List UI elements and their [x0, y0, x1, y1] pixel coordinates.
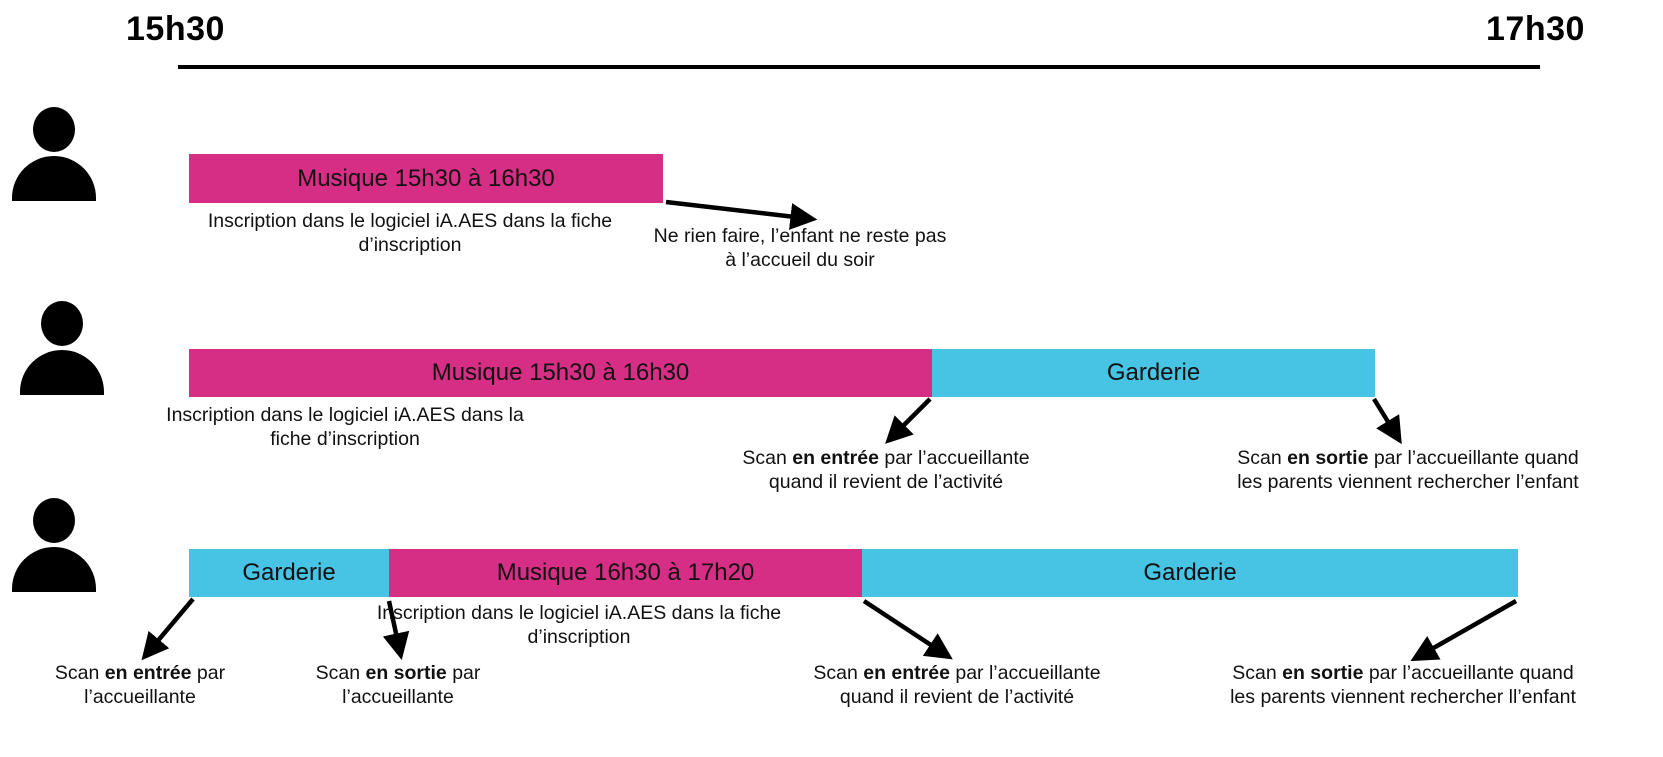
- inscription-note: Inscription dans le logiciel iA.AES dans…: [208, 209, 612, 258]
- annotation-line: les parents viennent rechercher l’enfant: [1237, 471, 1579, 494]
- bar-label: Garderie: [1143, 559, 1237, 586]
- annotation-ne-rien-faire: Ne rien faire, l’enfant ne reste pas à l…: [654, 224, 947, 273]
- person-head: [33, 498, 75, 543]
- annotation-scan-entree: Scan en entrée par l’accueillante: [55, 661, 225, 710]
- annotation-line: Scan en entrée par l’accueillante: [742, 447, 1030, 469]
- annotation-scan-entree: Scan en entrée par l’accueillante quand …: [813, 661, 1100, 710]
- annotation-scan-sortie: Scan en sortie par l’accueillante: [316, 661, 481, 710]
- person-icon: [12, 107, 96, 201]
- garderie-bar: Garderie: [189, 549, 389, 597]
- arrow-scan-sortie: [382, 600, 410, 660]
- arrow-no-action: [665, 199, 818, 230]
- bar-label: Musique 15h30 à 16h30: [431, 359, 690, 386]
- garderie-bar: Garderie: [862, 549, 1518, 597]
- time-label-end: 17h30: [1486, 10, 1585, 48]
- arrow-scan-sortie: [1410, 599, 1518, 662]
- bar-label: Garderie: [242, 559, 336, 586]
- activity-bar: Musique 15h30 à 16h30: [189, 154, 663, 203]
- garderie-bar: Garderie: [932, 349, 1375, 397]
- annotation-scan-sortie: Scan en sortie par l’accueillante quand …: [1230, 661, 1576, 710]
- time-label-start: 15h30: [126, 10, 225, 48]
- annotation-line: l’accueillante: [342, 686, 454, 709]
- annotation-line: Scan en sortie par l’accueillante quand: [1237, 447, 1579, 469]
- note-line: Inscription dans le logiciel iA.AES dans…: [207, 210, 613, 232]
- note-line: d’inscription: [527, 626, 631, 649]
- annotation-line: Scan en entrée par: [54, 662, 226, 684]
- annotation-line: Scan en sortie par: [315, 662, 481, 684]
- note-line: Inscription dans le logiciel iA.AES dans…: [376, 602, 782, 624]
- annotation-line: Ne rien faire, l’enfant ne reste pas: [653, 225, 947, 247]
- annotation-line: l’accueillante: [84, 686, 196, 709]
- person-head: [41, 301, 83, 346]
- person-icon: [12, 498, 96, 592]
- arrow-scan-entree: [862, 599, 953, 660]
- activity-bar: Musique 15h30 à 16h30: [189, 349, 932, 397]
- note-line: Inscription dans le logiciel iA.AES dans…: [166, 404, 524, 426]
- annotation-scan-sortie: Scan en sortie par l’accueillante quand …: [1237, 446, 1578, 495]
- arrow-scan-sortie: [1372, 397, 1402, 445]
- person-icon: [20, 301, 104, 395]
- bar-label: Musique 15h30 à 16h30: [297, 164, 555, 192]
- timeline-axis: [178, 65, 1540, 69]
- annotation-line: les parents viennent rechercher ll’enfan…: [1230, 686, 1576, 709]
- arrow-scan-entree: [141, 597, 195, 661]
- annotation-scan-entree: Scan en entrée par l’accueillante quand …: [742, 446, 1029, 495]
- arrow-scan-entree: [885, 397, 932, 444]
- inscription-note: Inscription dans le logiciel iA.AES dans…: [377, 601, 781, 650]
- annotation-line: Scan en entrée par l’accueillante: [813, 662, 1101, 684]
- note-line: fiche d’inscription: [270, 428, 420, 451]
- annotation-line: Scan en sortie par l’accueillante quand: [1232, 662, 1574, 684]
- bar-label: Garderie: [1106, 359, 1201, 386]
- activity-bar: Musique 16h30 à 17h20: [389, 549, 862, 597]
- annotation-line: quand il revient de l’activité: [768, 471, 1004, 494]
- note-line: d’inscription: [358, 234, 462, 257]
- annotation-line: à l’accueil du soir: [725, 249, 875, 272]
- person-head: [33, 107, 75, 152]
- inscription-note: Inscription dans le logiciel iA.AES dans…: [166, 403, 524, 452]
- bar-label: Musique 16h30 à 17h20: [496, 559, 755, 586]
- annotation-line: quand il revient de l’activité: [839, 686, 1075, 709]
